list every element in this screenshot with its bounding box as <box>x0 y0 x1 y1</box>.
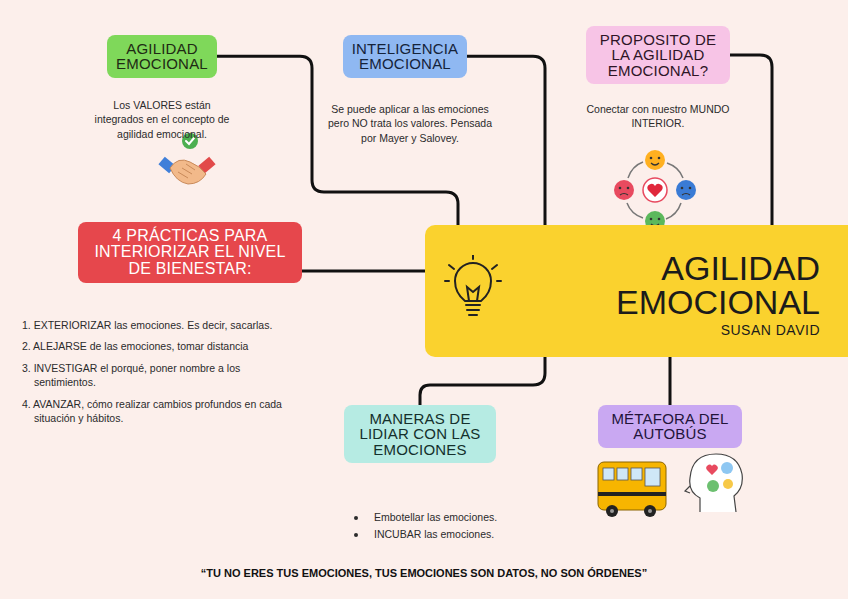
description-text: Se puede aplicar a las emociones pero NO… <box>328 102 492 145</box>
list-item: 4. AVANZAR, cómo realizar cambios profun… <box>22 397 302 426</box>
topic-box: MÉTAFORA DEL AUTOBÚS <box>598 405 742 448</box>
topic-box: 4 PRÁCTICAS PARA INTERIORIZAR EL NIVEL D… <box>78 222 302 283</box>
topic-description: Conectar con nuestro MUNDO INTERIOR. <box>576 102 740 131</box>
connector-line <box>467 56 545 225</box>
topic-heading: MÉTAFORA DEL AUTOBÚS <box>605 411 735 442</box>
list-item: 1. EXTERIORIZAR las emociones. Es decir,… <box>22 318 302 332</box>
list-item: Embotellar las emociones. <box>352 510 562 524</box>
central-topic-box: AGILIDAD EMOCIONAL SUSAN DAVID <box>425 225 848 357</box>
list-item: 2. ALEJARSE de las emociones, tomar dist… <box>22 339 302 353</box>
topic-list: Embotellar las emociones. INCUBAR las emo… <box>352 510 562 542</box>
bullet-dot <box>354 533 358 537</box>
topic-box: AGILIDAD EMOCIONALLos VALORES están inte… <box>107 35 217 78</box>
connector-line <box>730 55 772 225</box>
topic-heading: 4 PRÁCTICAS PARA INTERIORIZAR EL NIVEL D… <box>85 228 295 277</box>
author-name: SUSAN DAVID <box>721 322 820 338</box>
topic-heading: AGILIDAD EMOCIONAL <box>114 41 210 72</box>
connector-line <box>302 269 425 272</box>
topic-heading: INTELIGENCIA EMOCIONAL <box>350 41 460 72</box>
head-emotions-icon <box>685 454 742 512</box>
topic-heading: PROPOSITO DE LA AGILIDAD EMOCIONAL? <box>593 32 723 78</box>
emotion-cycle-icon <box>614 150 696 231</box>
caption-quote: “TU NO ERES TUS EMOCIONES, TUS EMOCIONES… <box>0 567 848 579</box>
topic-box: PROPOSITO DE LA AGILIDAD EMOCIONAL?Conec… <box>586 26 730 84</box>
school-bus-icon <box>598 462 666 517</box>
central-title: AGILIDAD EMOCIONAL <box>610 251 820 319</box>
connector-line <box>420 357 545 405</box>
list-item: INCUBAR las emociones. <box>352 527 562 541</box>
handshake-icon <box>158 133 215 184</box>
topic-description: Se puede aplicar a las emociones pero NO… <box>328 102 492 145</box>
topic-list: 1. EXTERIORIZAR las emociones. Es decir,… <box>22 318 302 426</box>
bullet-dot <box>354 516 358 520</box>
connector-line <box>669 357 672 405</box>
lightbulb-icon <box>443 255 503 325</box>
topic-heading: MANERAS DE LIDIAR CON LAS EMOCIONES <box>351 411 489 457</box>
topic-box: MANERAS DE LIDIAR CON LAS EMOCIONESEmbot… <box>344 405 496 463</box>
topic-description: Los VALORES están integrados en el conce… <box>92 98 232 141</box>
topic-box: INTELIGENCIA EMOCIONALSe puede aplicar a… <box>343 35 467 78</box>
description-text: Los VALORES están integrados en el conce… <box>92 98 232 141</box>
list-item: 3. INVESTIGAR el porqué, poner nombre a … <box>22 361 302 390</box>
description-text: Conectar con nuestro MUNDO INTERIOR. <box>576 102 740 131</box>
